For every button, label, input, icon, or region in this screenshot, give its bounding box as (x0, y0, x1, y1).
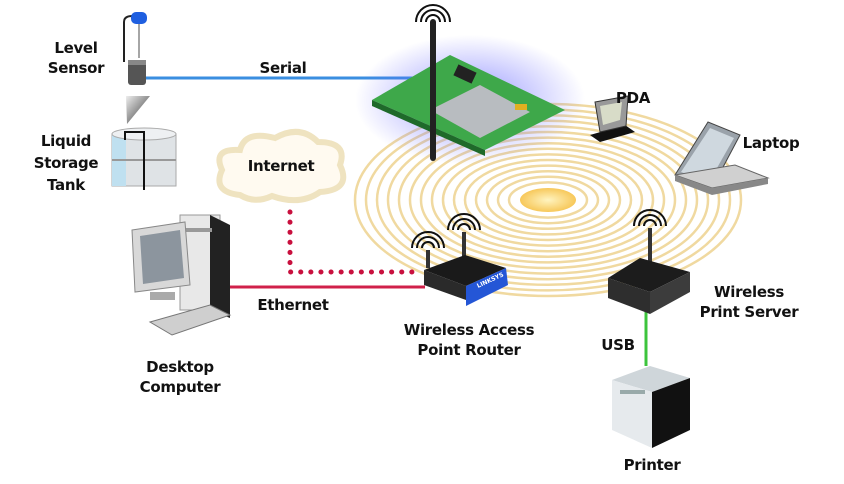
wireless-core (520, 188, 576, 212)
ethernet-label: Ethernet (257, 296, 329, 314)
label-line: Tank (47, 176, 85, 194)
wireless-router-icon: LINKSYS (411, 213, 508, 306)
printer-label: Printer (623, 456, 681, 474)
level-sensor-icon (123, 12, 147, 85)
label-line: Computer (139, 378, 221, 396)
usb-label: USB (601, 336, 635, 354)
wireless-ring (452, 153, 644, 247)
storage-tank-icon (111, 127, 177, 190)
label-line: Wireless (713, 283, 785, 301)
pda-icon (590, 95, 635, 142)
wireless-ring (463, 158, 633, 242)
serial-device-server-board-icon (355, 4, 585, 165)
internet-label: Internet (247, 157, 315, 175)
pda-label: PDA (615, 89, 651, 107)
wireless-access-point-router-label: Wireless Access Point Router (404, 320, 535, 360)
wireless-print-server-label: Wireless Print Server (700, 282, 799, 322)
label-line: Wireless Access (403, 321, 535, 339)
laptop-icon (674, 121, 770, 195)
label-line: Storage (33, 154, 99, 172)
label-line: Sensor (47, 59, 105, 77)
wireless-print-server-icon (608, 209, 690, 314)
label-line: Print Server (699, 303, 799, 321)
measurement-beam-icon (126, 96, 150, 124)
level-sensor-label: Level Sensor (48, 38, 105, 78)
wireless-ring (485, 169, 611, 231)
label-line: Desktop (146, 358, 214, 376)
printer-icon (612, 366, 690, 448)
wireless-ring (507, 181, 589, 219)
label-line: Point Router (417, 341, 521, 359)
liquid-storage-tank-label: Liquid Storage Tank (34, 130, 99, 196)
laptop-label: Laptop (742, 134, 800, 152)
wireless-ring (474, 164, 622, 236)
desktop-computer-label: Desktop Computer (140, 357, 221, 397)
internet-cloud-icon (216, 129, 347, 204)
label-line: Level (54, 39, 98, 57)
internet-link (287, 209, 423, 275)
wireless-ring (441, 147, 655, 253)
wireless-ring (496, 175, 600, 225)
desktop-computer-icon (131, 214, 232, 336)
serial-label: Serial (259, 59, 307, 77)
label-line: Liquid (40, 132, 92, 150)
